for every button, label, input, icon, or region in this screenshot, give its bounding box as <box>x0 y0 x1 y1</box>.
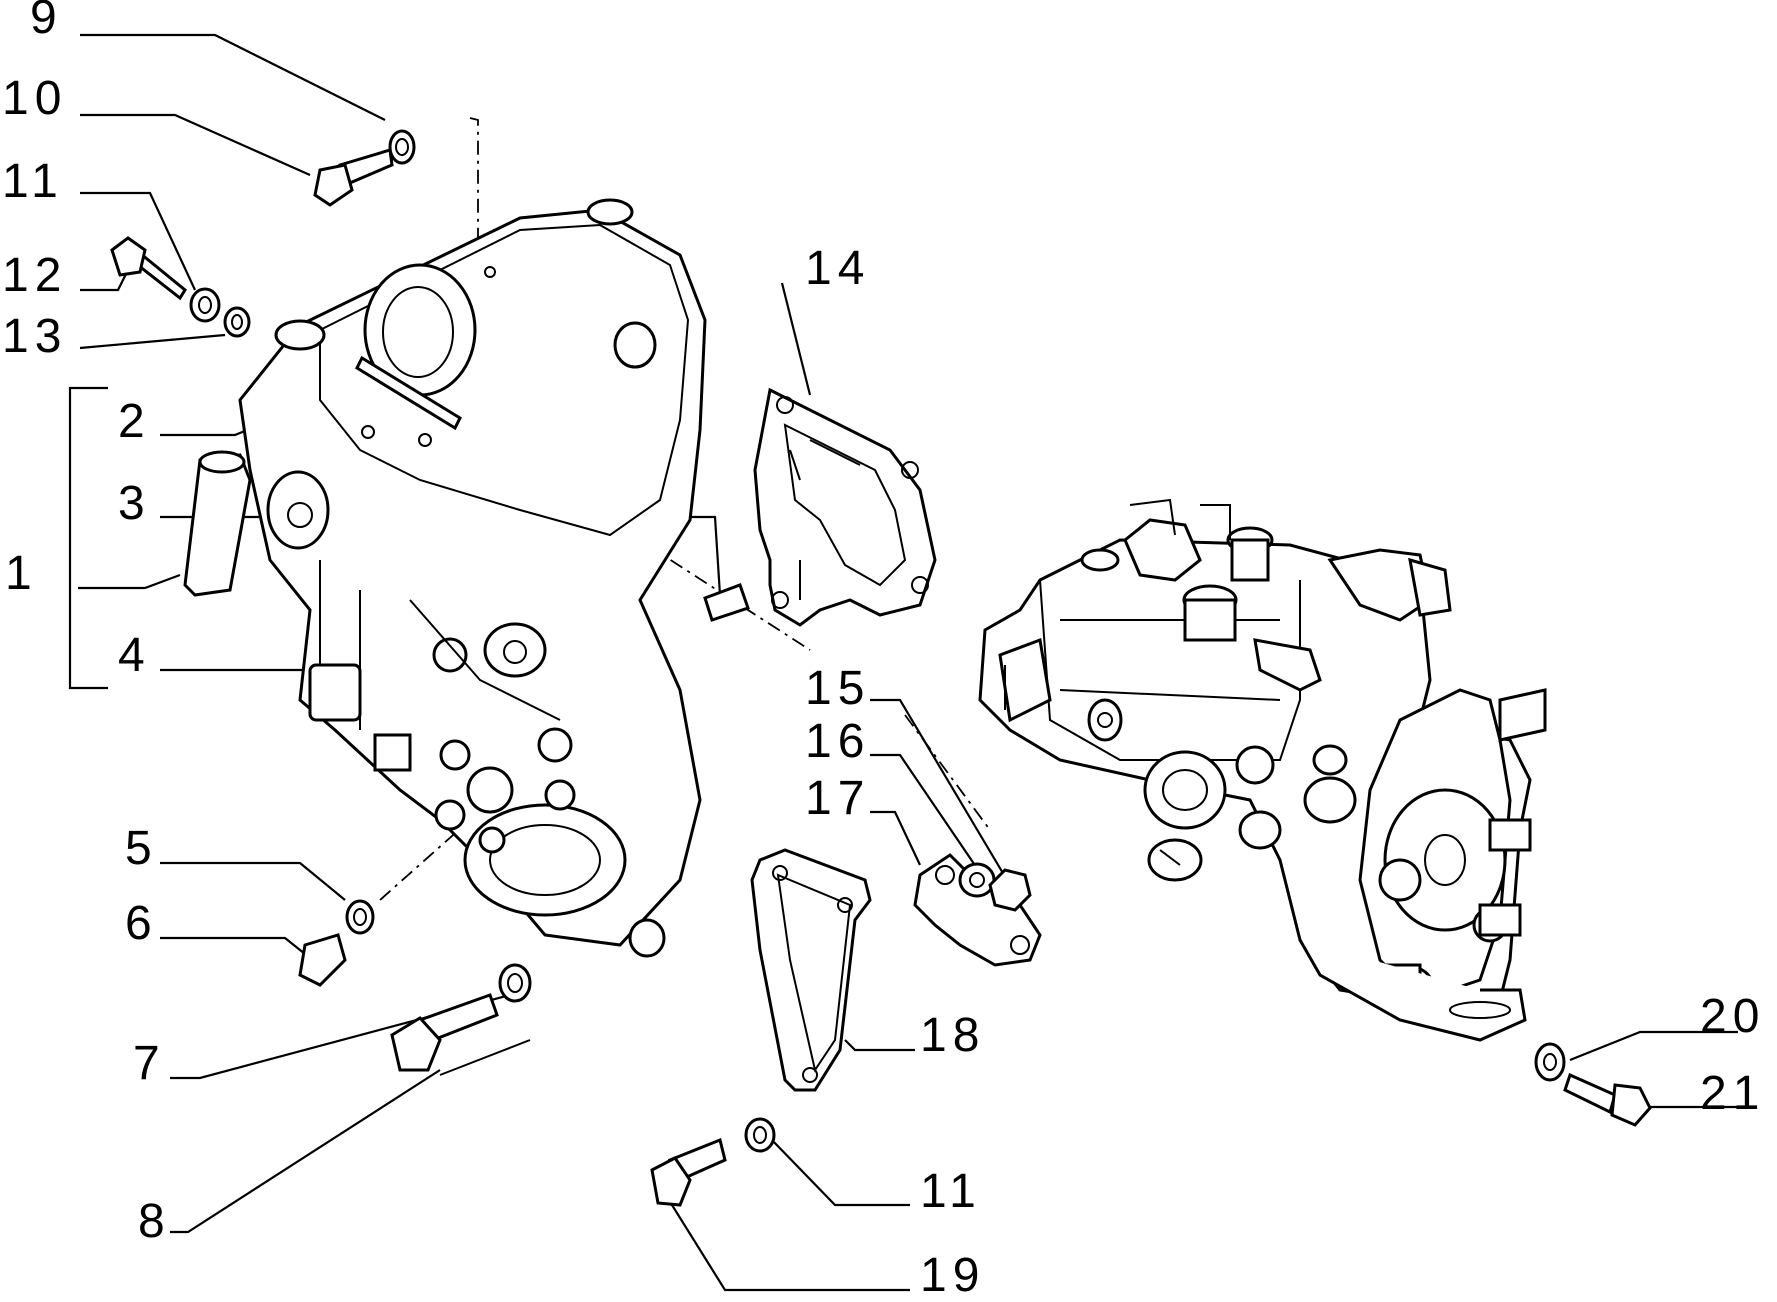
callout-16: 16 <box>805 715 871 768</box>
leader-20 <box>1569 1030 1738 1062</box>
fasteners-lower-left <box>298 899 666 1076</box>
stud-2 <box>355 355 462 431</box>
leader-17 <box>870 810 921 866</box>
callout-11-top: 11 <box>2 155 64 208</box>
callout-12: 12 <box>2 249 68 302</box>
callout-14: 14 <box>805 242 871 295</box>
washer-11-top <box>189 287 221 323</box>
leader-1 <box>78 573 181 590</box>
callout-9: 9 <box>30 0 63 44</box>
washer-13 <box>223 306 251 338</box>
bracket-group-1 <box>68 386 108 690</box>
leader-8 <box>170 1069 441 1234</box>
leader-14 <box>780 282 812 396</box>
leader-16 <box>870 753 986 881</box>
callout-13: 13 <box>2 310 68 363</box>
callout-20: 20 <box>1700 990 1766 1043</box>
leader-12 <box>80 269 129 292</box>
leader-18 <box>844 1039 915 1052</box>
leader-19 <box>671 1204 910 1292</box>
washer-16 <box>958 862 996 898</box>
dowel-pin-3 <box>703 583 750 622</box>
callout-19: 19 <box>920 1249 986 1302</box>
leader-5 <box>160 861 346 901</box>
leader-15 <box>870 698 1011 886</box>
callout-8: 8 <box>138 1195 171 1248</box>
callout-4: 4 <box>118 629 151 682</box>
plug-4 <box>628 918 666 958</box>
callout-21: 21 <box>1700 1067 1766 1120</box>
bracket-17-assembly <box>913 853 1042 967</box>
washer-11-bottom <box>744 1117 776 1153</box>
washer-9 <box>388 129 416 165</box>
callout-6: 6 <box>125 897 158 950</box>
leader-9 <box>80 33 386 121</box>
washer-5 <box>345 899 375 935</box>
callout-10: 10 <box>2 72 68 125</box>
plug-6 <box>298 933 347 987</box>
callout-3: 3 <box>118 477 151 530</box>
callout-11-bottom: 11 <box>920 1165 982 1218</box>
leader-6 <box>160 936 311 959</box>
support-bracket-18 <box>650 848 872 1207</box>
gear-housing <box>183 198 707 947</box>
callout-2: 2 <box>118 395 151 448</box>
gasket-14 <box>753 387 937 627</box>
leader-11-bottom <box>769 1137 910 1207</box>
callout-15: 15 <box>805 662 871 715</box>
nut-15 <box>988 868 1032 912</box>
callout-5: 5 <box>125 822 158 875</box>
axis-line-bracket <box>904 714 991 831</box>
callout-17: 17 <box>805 772 871 825</box>
screw-21 <box>1563 1072 1617 1115</box>
washer-20 <box>1534 1042 1566 1082</box>
leader-13 <box>79 333 226 350</box>
fasteners-right <box>1534 1042 1652 1127</box>
callout-1: 1 <box>5 547 38 600</box>
callout-7: 7 <box>133 1037 166 1090</box>
injection-pump <box>978 498 1547 1042</box>
callout-18: 18 <box>920 1009 986 1062</box>
leader-10 <box>80 113 311 177</box>
fasteners-top <box>110 129 750 622</box>
leader-11-top <box>80 191 196 291</box>
washer-7 <box>498 963 532 1003</box>
leader-7 <box>170 993 511 1080</box>
